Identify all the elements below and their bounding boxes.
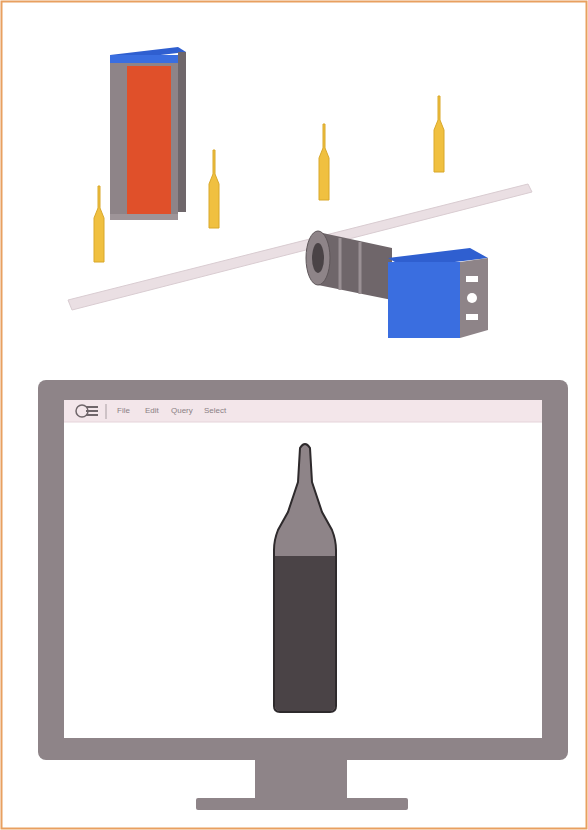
monitor (38, 380, 568, 810)
menu-item: File (117, 406, 130, 416)
menu-item: Edit (145, 406, 159, 416)
ampoule-image (274, 444, 336, 712)
camera (306, 231, 488, 338)
menu-item: Query (171, 406, 193, 416)
ampoules (94, 96, 444, 262)
light-panel (110, 47, 186, 220)
menu-item: Select (204, 406, 226, 416)
